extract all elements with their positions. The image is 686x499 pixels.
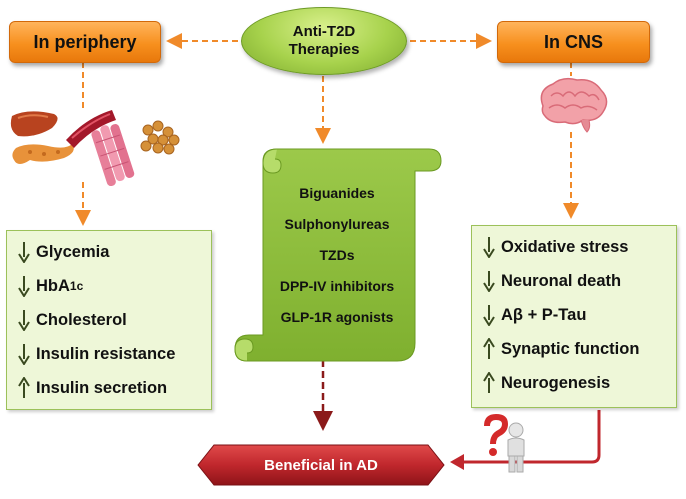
brain-icon bbox=[540, 77, 608, 133]
arrow-down-icon bbox=[18, 310, 30, 331]
periphery-header-label: In periphery bbox=[33, 31, 137, 52]
effect-label: Glycemia bbox=[36, 242, 110, 261]
outcome-banner bbox=[197, 444, 445, 486]
therapy-item: DPP-IV inhibitors bbox=[279, 278, 395, 294]
therapies-scroll bbox=[234, 148, 442, 362]
organs-icon bbox=[10, 110, 180, 186]
effect-label: Cholesterol bbox=[36, 310, 127, 329]
arrow-cns-to-outcome bbox=[450, 410, 601, 470]
arrow-down-icon bbox=[483, 271, 495, 292]
arrow-down-icon bbox=[18, 242, 30, 263]
therapy-item: GLP-1R agonists bbox=[280, 309, 394, 325]
therapy-item: Biguanides bbox=[299, 185, 375, 201]
effect-label: Neurogenesis bbox=[501, 373, 611, 392]
anti-t2d-therapies-node: Anti-T2D Therapies bbox=[241, 7, 407, 75]
list-item: Oxidative stress bbox=[482, 232, 629, 262]
list-item: Insulin secretion bbox=[17, 373, 167, 403]
effect-label: Insulin secretion bbox=[36, 378, 168, 397]
center-title-line2: Therapies bbox=[288, 41, 360, 58]
cns-header-label: In CNS bbox=[543, 31, 603, 52]
effect-label: Insulin resistance bbox=[36, 344, 176, 363]
periphery-header: In periphery bbox=[9, 21, 161, 63]
question-person-icon bbox=[484, 414, 525, 473]
arrow-down-icon bbox=[483, 237, 495, 258]
arrow-up-icon bbox=[18, 377, 30, 398]
cns-effects-box: Oxidative stress Neuronal death Aβ + P-T… bbox=[471, 225, 677, 408]
effect-label: Aβ + P-Tau bbox=[501, 305, 587, 324]
effect-label: HbA bbox=[36, 276, 70, 295]
therapy-item: TZDs bbox=[319, 247, 355, 263]
outcome-label: Beneficial in AD bbox=[264, 456, 378, 474]
arrow-up-icon bbox=[483, 372, 495, 393]
arrow-down-icon bbox=[18, 276, 30, 297]
effect-label: Oxidative stress bbox=[501, 237, 629, 256]
list-item: Neuronal death bbox=[482, 266, 621, 296]
cns-header: In CNS bbox=[497, 21, 650, 63]
center-title-line1: Anti-T2D bbox=[292, 23, 356, 40]
arrow-down-icon bbox=[18, 344, 30, 365]
therapy-item: Sulphonylureas bbox=[284, 216, 390, 232]
effect-subscript: 1c bbox=[69, 279, 84, 293]
list-item: Neurogenesis bbox=[482, 368, 610, 398]
arrow-down-icon bbox=[483, 305, 495, 326]
list-item: Cholesterol bbox=[17, 305, 127, 335]
list-item: Glycemia bbox=[17, 237, 109, 267]
arrow-up-icon bbox=[483, 338, 495, 359]
list-item: Synaptic function bbox=[482, 334, 639, 364]
effect-label: Neuronal death bbox=[501, 271, 622, 290]
list-item: Aβ + P-Tau bbox=[482, 300, 586, 330]
effect-label: Synaptic function bbox=[501, 339, 640, 358]
list-item: Insulin resistance bbox=[17, 339, 175, 369]
